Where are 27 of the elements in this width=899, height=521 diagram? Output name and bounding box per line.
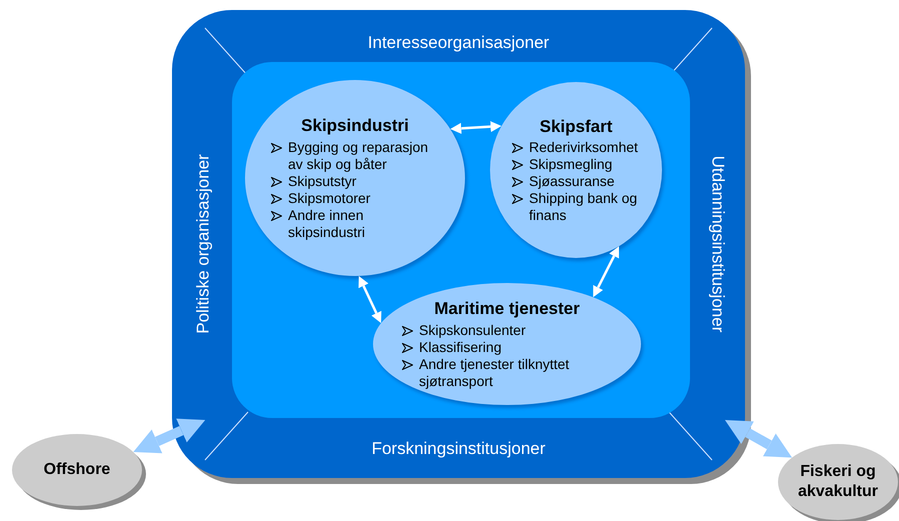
double-arrow [450, 121, 502, 134]
bullet-item: Rederivirksomhet [529, 139, 638, 156]
double-arrow [133, 418, 206, 454]
inner-panel [232, 62, 690, 418]
sector-heading: Maritime tjenester [434, 298, 580, 320]
bullet-item: Klassifisering [419, 338, 502, 356]
band-label: Politiske organisasjoner [193, 154, 212, 334]
sector-label: Offshore [44, 460, 110, 480]
bullet-item: Skipskonsulenter [419, 322, 526, 339]
double-arrow [593, 246, 619, 298]
sector-heading: Skipsfart [540, 116, 612, 138]
bullet-item: Andre tjenester tilknyttet sjøtransport [419, 356, 570, 390]
band-label: Forskningsinstitusjoner [372, 439, 546, 458]
bullet-item: Bygging og reparasjon av skip og båter [288, 138, 430, 173]
bullet-item: Shipping bank og finans [529, 190, 638, 224]
sector-heading: Skipsindustri [301, 115, 409, 137]
double-arrow [724, 420, 792, 458]
sector-label: Fiskeri og akvakultur [796, 462, 880, 502]
bullet-item: Skipsmegling [529, 156, 612, 174]
bullet-item: Sjøassuranse [529, 173, 615, 190]
band-label: Utdanningsinstitusjoner [708, 156, 728, 332]
organisation-frame [172, 10, 745, 478]
bullet-item: Andre innen skipsindustri [288, 206, 366, 241]
bullet-item: Skipsmotorer [288, 190, 370, 207]
bullet-item: Skipsutstyr [288, 172, 356, 190]
double-arrow [358, 276, 382, 324]
band-label: Interesseorganisasjoner [368, 33, 550, 52]
